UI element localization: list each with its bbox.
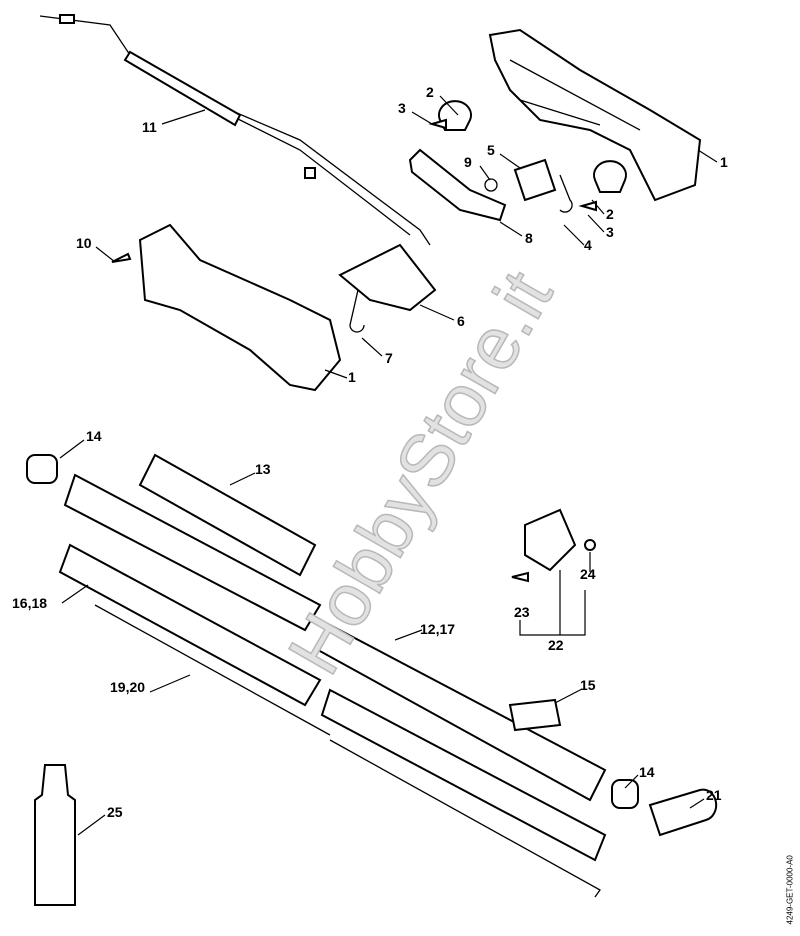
part-7-spring: [349, 289, 365, 333]
part-23-screw: [511, 571, 529, 583]
document-id: 4249-GET-0000-A0: [785, 855, 795, 925]
part-10-screw: [111, 252, 132, 263]
part-19-drive-shaft-lower: [329, 739, 601, 898]
callout-label: 4: [584, 237, 592, 253]
part-22-clamp-assembly: [524, 508, 577, 572]
callout-label: 3: [398, 100, 406, 116]
part-11-wiring-harness: [39, 14, 431, 246]
callout-label: 14: [639, 764, 655, 780]
part-14-end-cap: [26, 454, 58, 484]
callout-label: 25: [107, 804, 123, 820]
callout-label: 2: [426, 84, 434, 100]
part-9-spring: [484, 178, 498, 192]
part-2-clamp: [438, 100, 472, 131]
part-16-shaft-liner-upper: [58, 543, 322, 707]
part-6-trigger: [338, 243, 437, 312]
callout-label: 22: [548, 637, 564, 653]
callout-label: 1: [348, 369, 356, 385]
callout-label: 19,20: [110, 679, 145, 695]
callout-label: 3: [606, 224, 614, 240]
callout-label: 13: [255, 461, 271, 477]
part-1-handle-housing-top: [488, 28, 702, 202]
part-15-label: [508, 698, 562, 732]
callout-label: 15: [580, 677, 596, 693]
part-16-shaft-liner-lower: [320, 688, 607, 862]
part-21-cap: [648, 788, 718, 837]
part-3-screw: [578, 200, 597, 212]
part-2-clamp: [593, 160, 627, 193]
part-14-end-cap: [611, 779, 639, 809]
callout-label: 11: [142, 119, 157, 135]
callout-label: 9: [464, 154, 472, 170]
part-4-spring: [559, 174, 573, 213]
part-8-slide: [408, 148, 507, 222]
callout-label: 1: [720, 154, 728, 170]
callout-label: 14: [86, 428, 102, 444]
part-13-grip: [138, 453, 317, 577]
callout-label: 5: [487, 142, 495, 158]
part-25-grease-tube: [34, 764, 76, 906]
part-5-lever: [513, 158, 557, 202]
callout-label: 10: [76, 235, 92, 251]
callout-label: 2: [606, 206, 614, 222]
callout-label: 8: [525, 230, 533, 246]
part-12-tube-upper: [63, 473, 322, 632]
callout-label: 21: [706, 787, 722, 803]
part-1-handle-housing-bottom: [138, 223, 342, 392]
part-24-nut: [584, 539, 596, 551]
callout-label: 24: [580, 566, 596, 582]
callout-label: 23: [514, 604, 530, 620]
part-3-screw: [428, 118, 447, 130]
callout-label: 12,17: [420, 621, 455, 637]
leader-lines: [59, 95, 718, 836]
callout-labels: 123456789101112,1713141516,1819,20212223…: [12, 84, 728, 820]
part-19-drive-shaft-upper: [94, 604, 331, 736]
callout-label: 6: [457, 313, 465, 329]
callout-label: 7: [385, 350, 393, 366]
callout-label: 16,18: [12, 595, 47, 611]
